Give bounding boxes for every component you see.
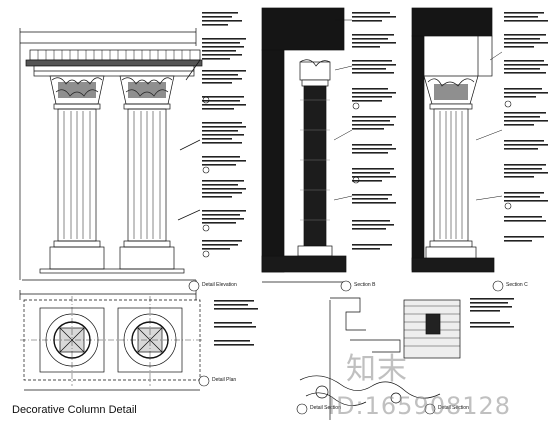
column-section-drawing: [261, 7, 353, 283]
view-label-plan: Detail Plan: [212, 377, 237, 383]
notes-column-2: [352, 12, 396, 250]
notes-lower: [214, 298, 514, 346]
view-label-elevation: Detail Elevation: [202, 282, 237, 288]
column-side-section-drawing: [411, 7, 503, 273]
specification-notes: [202, 12, 548, 346]
view-label-detail-section-2: Detail Section: [438, 405, 469, 411]
watermark: 知末 ID:165908128: [328, 352, 512, 438]
view-label-section-c: Section C: [506, 282, 528, 288]
drawing-sheet: [19, 7, 548, 420]
view-label-section-b: Section B: [354, 282, 376, 288]
column-elevation-drawing: [19, 28, 203, 290]
view-label-detail-section-1: Detail Section: [310, 405, 341, 411]
notes-column-3: [504, 12, 548, 242]
notes-column-1: [202, 12, 246, 250]
watermark-id: ID:165908128: [328, 392, 512, 420]
callout-markers: [202, 96, 512, 258]
column-plan-drawing: [19, 290, 204, 391]
sheet-title: Decorative Column Detail: [12, 404, 137, 416]
watermark-logo: 知末: [346, 352, 408, 387]
cornice-detail-drawing: [299, 297, 461, 420]
view-label-bubbles: [188, 280, 504, 415]
